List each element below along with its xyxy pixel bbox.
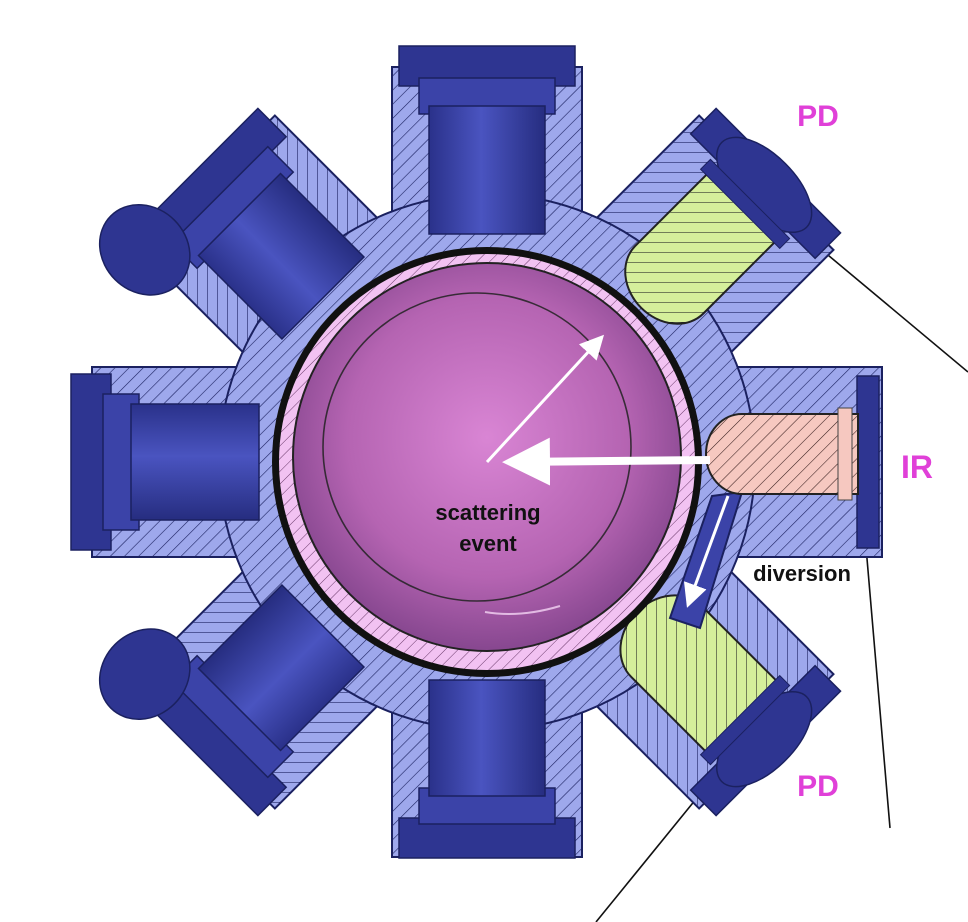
label-ir: IR [901, 449, 933, 485]
label-pd-bottom: PD [797, 770, 839, 803]
pd-detector-top [624, 158, 791, 325]
port-upper-left [98, 107, 366, 341]
port-bottom [398, 679, 576, 859]
arrow-main [502, 437, 711, 486]
port-top [398, 45, 576, 235]
ir-source [705, 407, 859, 501]
arrow-diversion [683, 495, 730, 608]
labels: PD IR PD scattering event diversion [435, 100, 933, 803]
label-pd-top: PD [797, 100, 839, 133]
port-fittings [70, 45, 880, 859]
port-lower-left [98, 583, 366, 817]
light-arrows [485, 334, 730, 608]
label-diversion: diversion [753, 561, 851, 586]
port-left [70, 373, 260, 551]
label-event: event [459, 531, 517, 556]
arrow-reflection [485, 334, 605, 464]
label-scattering: scattering [435, 500, 540, 525]
port-right [856, 375, 880, 549]
